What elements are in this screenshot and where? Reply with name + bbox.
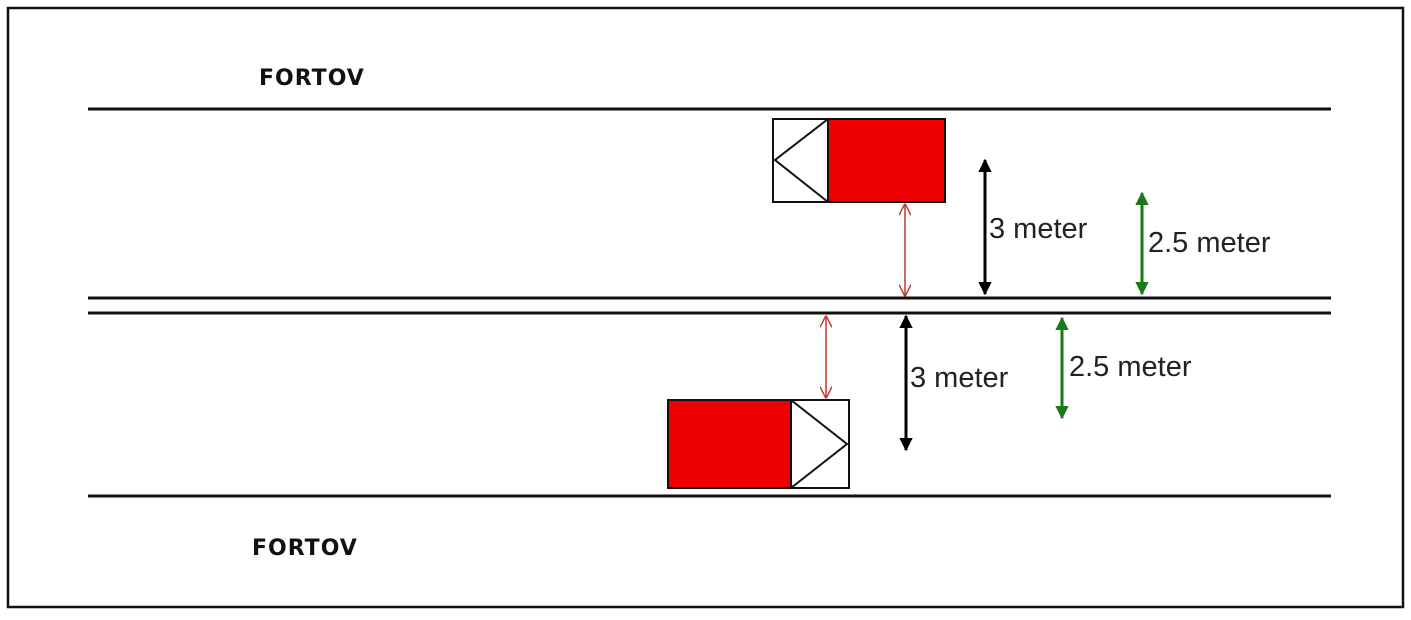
vehicle-lower-right	[667, 399, 850, 489]
sidewalk-label-bottom: FORTOV	[252, 536, 358, 561]
dimension-label-upper-green: 2.5 meter	[1148, 227, 1271, 259]
dimension-label-upper-black: 3 meter	[989, 213, 1088, 245]
sidewalk-label-top: FORTOV	[259, 66, 365, 91]
vehicle-cab	[772, 118, 829, 203]
vehicle-cab	[790, 399, 850, 489]
vehicle-upper-left	[772, 118, 946, 203]
vehicle-body	[667, 399, 792, 489]
dimension-label-lower-black: 3 meter	[910, 362, 1009, 394]
direction-chevron-left-icon	[773, 118, 829, 203]
direction-chevron-right-icon	[790, 399, 849, 489]
dimension-label-lower-green: 2.5 meter	[1069, 351, 1192, 383]
vehicle-body	[827, 118, 946, 203]
diagram-frame	[6, 6, 1405, 609]
